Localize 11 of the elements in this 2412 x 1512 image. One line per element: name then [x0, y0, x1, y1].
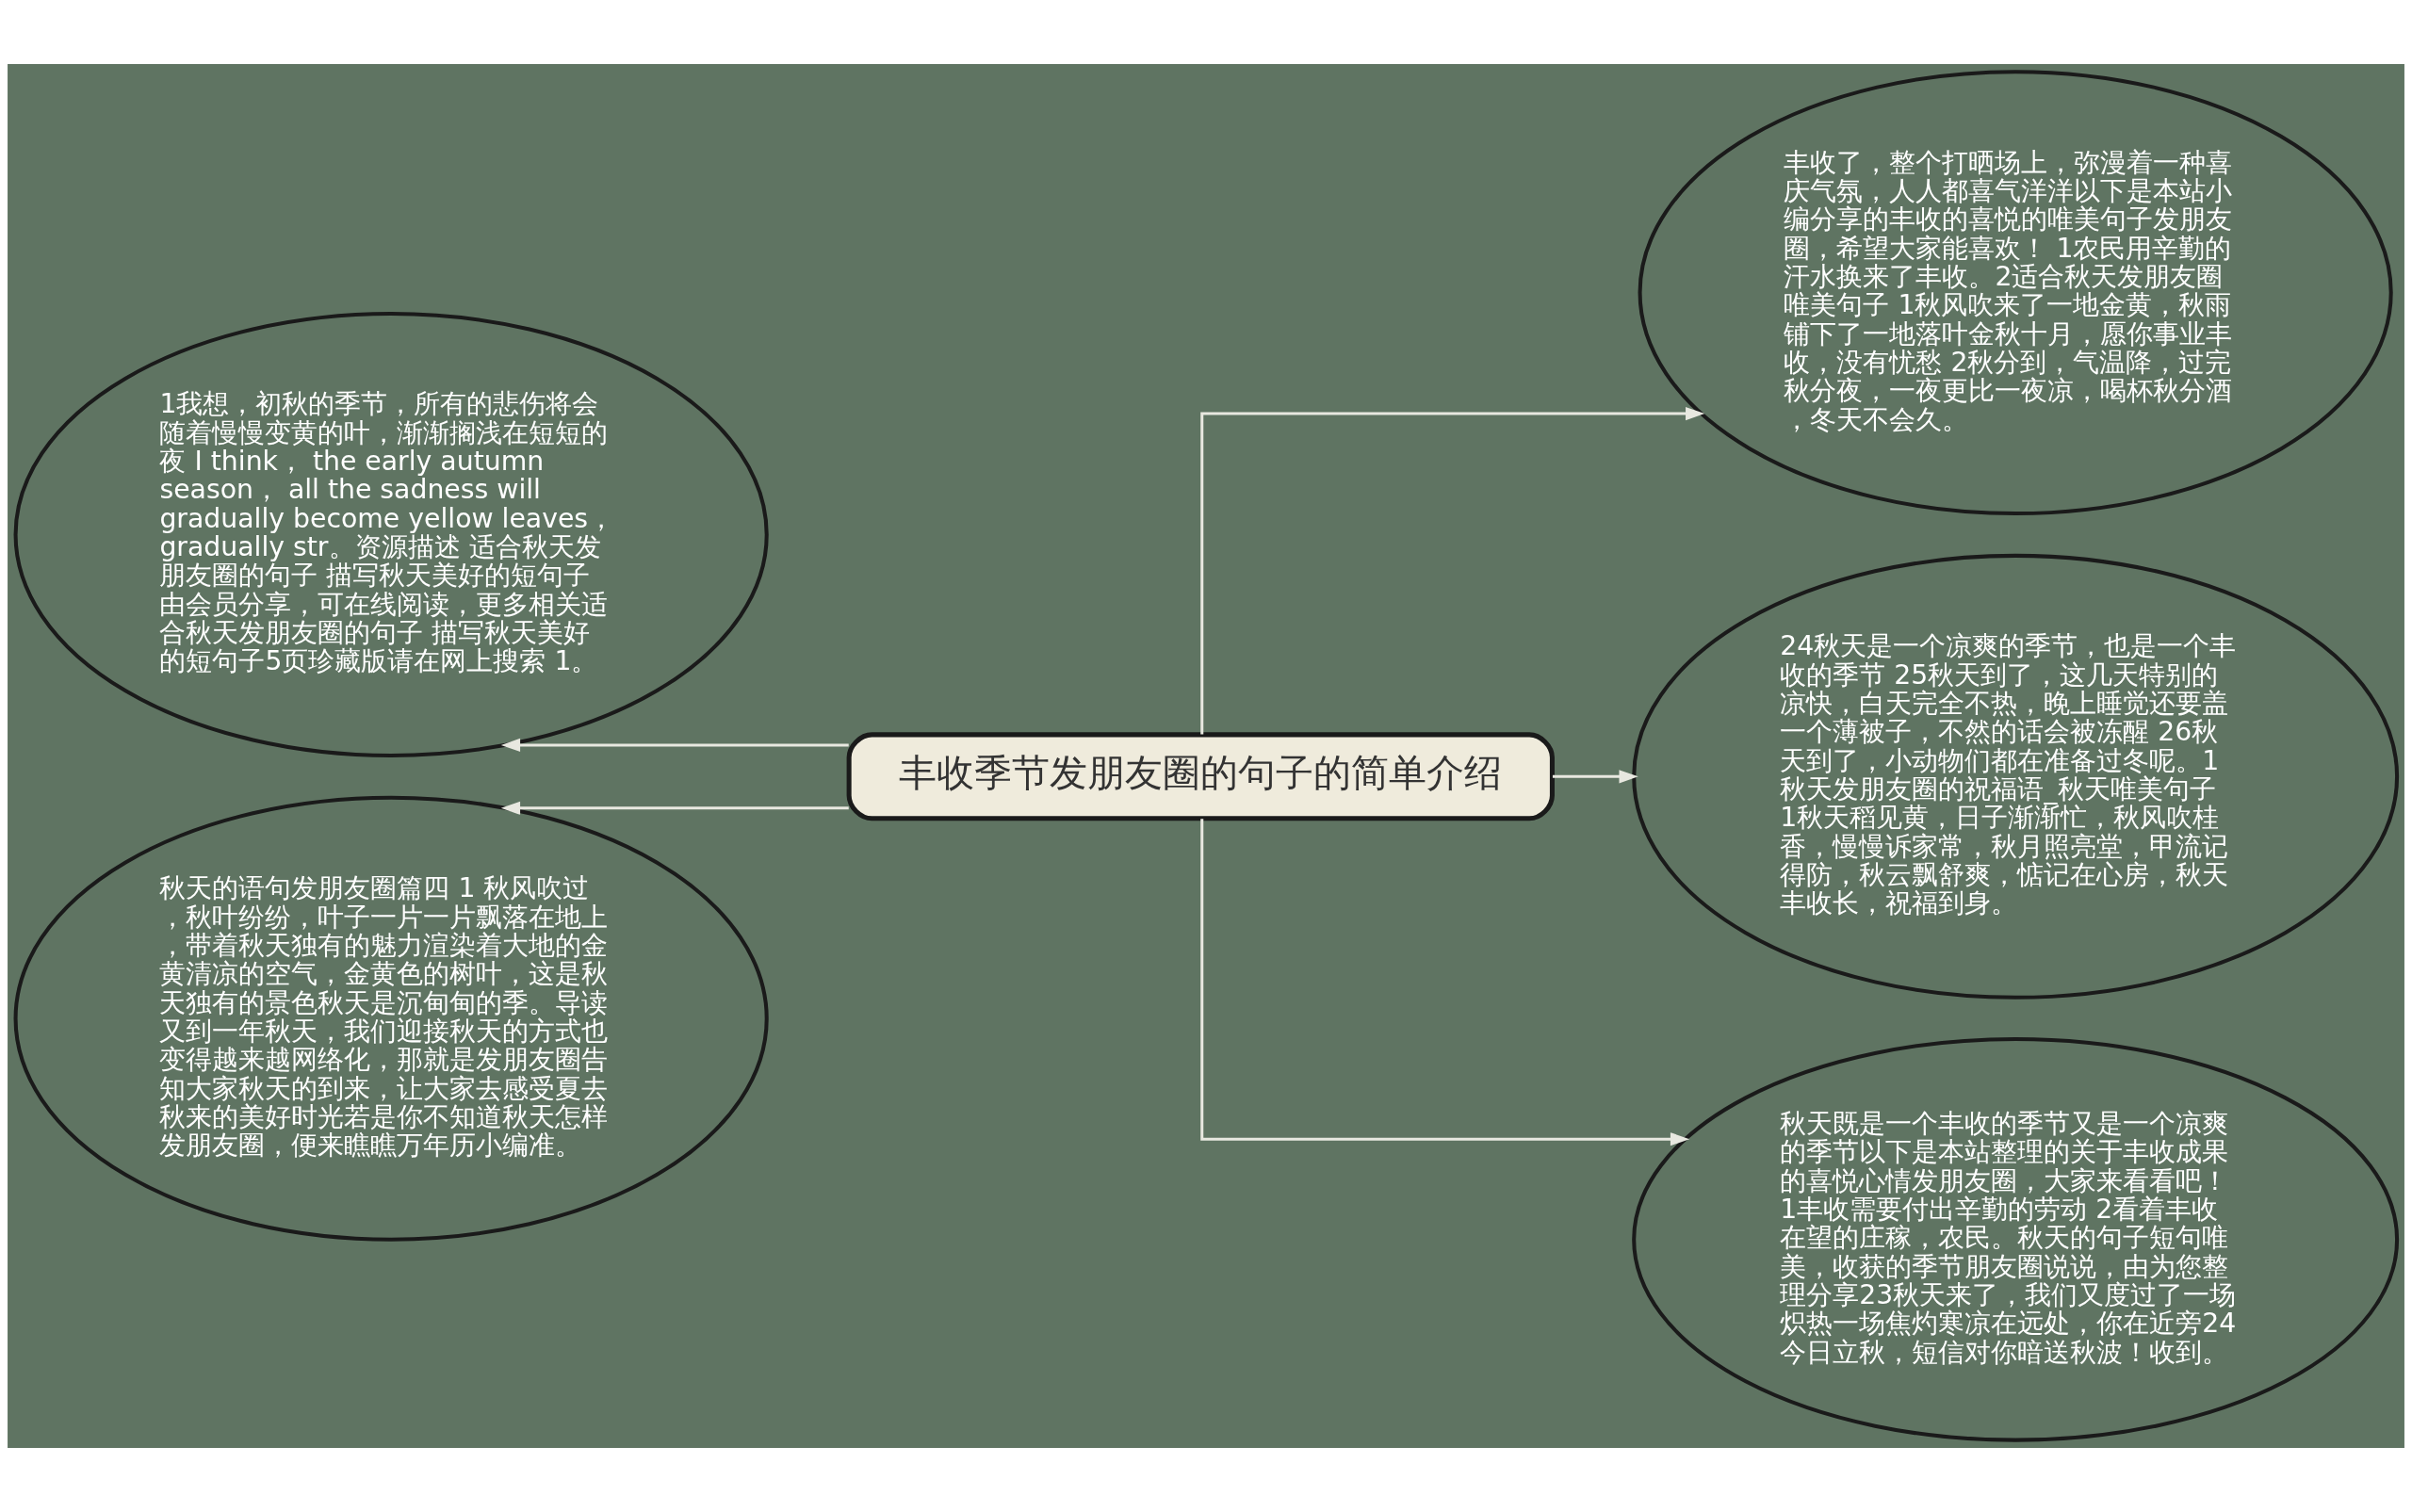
node-ellipse: 秋天的语句发朋友圈篇四 1 秋风吹过，秋叶纷纷，叶子一片一片飘落在地上，带着秋天独有的魅力渲染着大地的金黄清凉的空气，金黄色的树叶，这是秋天独有的景色秋天是沉甸甸的季。导读又到一年秋天，我们迎接秋天的方式也变得越来越网络化，那就是发朋友圈告知大家秋天的到来，让大家去感受夏去秋来的美好时光若是你不知道秋天怎样发朋友圈，便来瞧瞧万年历小编准。 — [13, 795, 769, 1242]
node-ellipse: 1我想，初秋的季节，所有的悲伤将会随着慢慢变黄的叶，渐渐搁浅在短短的夜 I think， the early autumn season， all the sadness will gradually become yellow leaves， gradually str。资源描述 适合秋天发朋友圈的句子 描写秋天美好的短句子由会员分享，可在线阅读，更多相关适合秋天发朋友圈的句子 描写秋天美好的短句子5页珍藏版请在网上搜索 1。 — [13, 312, 769, 757]
arrow — [500, 801, 849, 815]
node-ellipse: 丰收了，整个打晒场上，弥漫着一种喜庆气氛，人人都喜气洋洋以下是本站小编分享的丰收的喜悦的唯美句子发朋友圈，希望大家能喜欢！ 1农民用辛勤的汗水换来了丰收。2适合秋天发朋友圈唯美句子 1秋风吹来了一地金黄，秋雨铺下了一地落叶金秋十月，愿你事业丰收，没有忧愁 2秋分到，气温降，过完秋分夜，一夜更比一夜凉，喝杯秋分酒，冬天不会久。 — [1638, 70, 2393, 516]
arrow — [1552, 770, 1638, 784]
arrow — [1200, 819, 1690, 1146]
arrow — [500, 738, 849, 753]
node-ellipse: 24秋天是一个凉爽的季节，也是一个丰收的季节 25秋天到了，这几天特别的凉快，白天完全不热，晚上睡觉还要盖一个薄被子，不然的话会被冻醒 26秋天到了，小动物们都在准备过冬呢。1秋天发朋友圈的祝福语_秋天唯美句子 1秋天稻见黄，日子渐渐忙，秋风吹桂香，慢慢诉家常，秋月照亮堂，甲流记得防，秋云飘舒爽，惦记在心房，秋天丰收长，祝福到身。 — [1632, 553, 2400, 1000]
arrow — [1200, 406, 1705, 735]
node-ellipse: 秋天既是一个丰收的季节又是一个凉爽的季节以下是本站整理的关于丰收成果的喜悦心情发朋友圈，大家来看看吧！ 1丰收需要付出辛勤的劳动 2看着丰收在望的庄稼，农民。秋天的句子短句唯美，收获的季节朋友圈说说，由为您整理分享23秋天来了，我们又度过了一场炽热一场焦灼寒凉在远处，你在近旁24今日立秋，短信对你暗送秋波！收到。 — [1632, 1037, 2400, 1442]
node-box: 丰收季节发朋友圈的句子的简单介绍 — [846, 732, 1555, 821]
